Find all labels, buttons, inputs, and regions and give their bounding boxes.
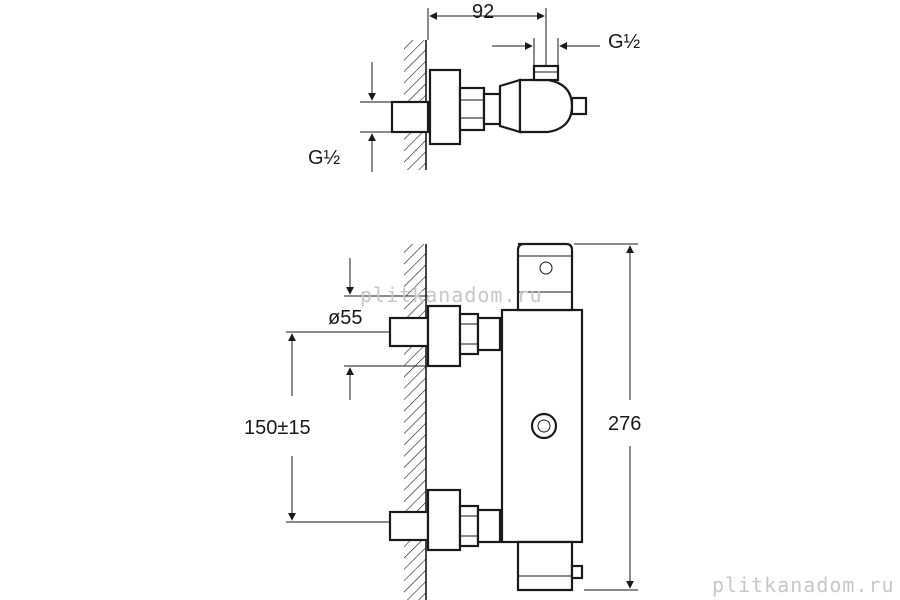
top-cap-screw-icon [539,261,553,275]
lower-inlet-stub [388,510,430,542]
top-body-neck [498,78,522,134]
dim-inlet-spacing: 150±15 [244,417,311,439]
watermark-center: plitkanadom.ru [360,283,543,307]
top-outlet [532,64,560,82]
top-connector [482,92,502,126]
lower-connector [476,508,502,544]
lower-wall-flange [426,488,462,552]
dim-top-width: 92 [472,1,494,23]
top-inlet-stub [390,100,430,134]
upper-inlet-stub [388,316,430,348]
dim-top-outlet-thread: G½ [608,31,641,53]
center-button-icon [530,412,558,440]
top-valve-body [518,78,574,134]
bottom-cap [516,540,574,592]
watermark-corner: plitkanadom.ru [712,573,895,597]
top-nut [458,86,486,132]
dim-inlet-diameter: ø55 [328,307,362,329]
lower-nut [458,504,480,548]
top-view: 92 G½ G½ [308,1,641,172]
top-wall-flange [428,68,462,146]
upper-wall-flange [426,304,462,368]
bottom-outlet-knob [570,564,584,580]
dim-overall-height: 276 [608,413,641,435]
upper-connector [476,316,502,352]
top-knob [570,96,588,116]
upper-nut [458,312,480,356]
dim-top-inlet-thread: G½ [308,147,341,169]
top-cap [516,242,574,312]
front-view: ø55 150±15 276 [244,242,641,600]
